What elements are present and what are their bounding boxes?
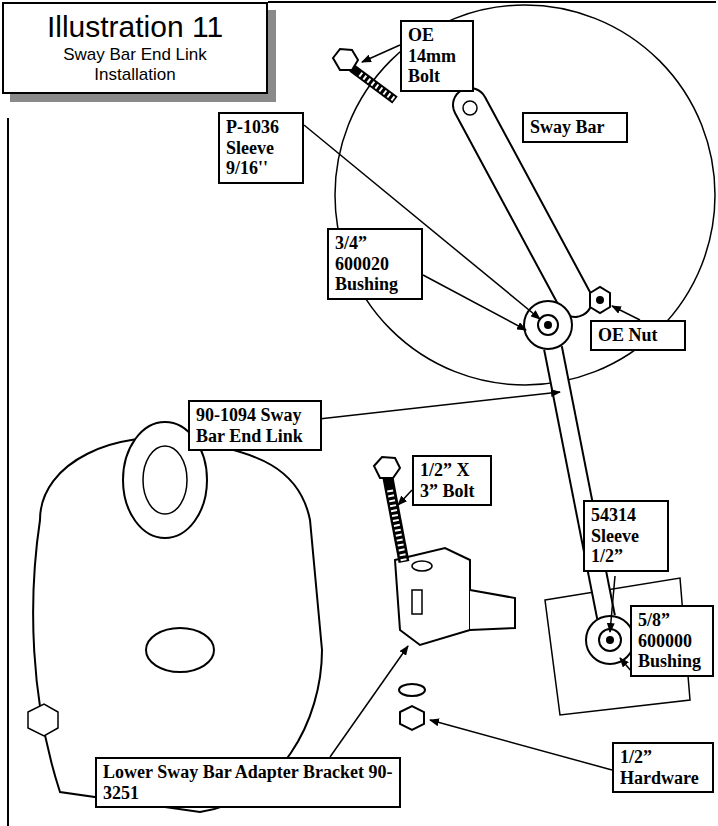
callout-box: Sway Bar: [522, 112, 628, 143]
callout-box: P-1036 Sleeve 9/16'': [218, 112, 304, 184]
callout-label: P-1036 Sleeve 9/16'': [226, 117, 296, 179]
lock-nut: [400, 706, 424, 730]
callout-box: OE 14mm Bolt: [400, 20, 474, 92]
leader-line: [304, 125, 540, 319]
end-link-rod: [553, 348, 606, 617]
callout-label: 5/8” 600000 Bushing: [638, 610, 706, 672]
callout-box: OE Nut: [590, 320, 686, 351]
callout-box: 54314 Sleeve 1/2”: [583, 500, 669, 572]
sway-bar-hole: [463, 101, 477, 115]
callout-label: Lower Sway Bar Adapter Bracket 90-3251: [103, 762, 393, 803]
leader-line: [612, 306, 640, 320]
leader-line: [423, 275, 526, 330]
bolt-shank: [352, 68, 395, 100]
upper-sleeve: [538, 315, 558, 335]
callout-label: 1/2” Hardware: [620, 747, 706, 788]
callout-label: OE 14mm Bolt: [408, 25, 466, 87]
oe-nut: [590, 287, 610, 313]
callout-box: 5/8” 600000 Bushing: [630, 605, 714, 677]
subtitle-text: Sway Bar End Link Installation: [50, 45, 220, 84]
callout-box: 1/2” X 3” Bolt: [412, 455, 492, 506]
steering-knuckle: [33, 438, 322, 812]
leader-line: [310, 392, 560, 420]
callout-box: Lower Sway Bar Adapter Bracket 90-3251: [95, 757, 401, 808]
knuckle-lower-boss: [146, 628, 214, 672]
knuckle-bore: [143, 446, 187, 514]
leader-line: [610, 576, 615, 632]
leader-line: [398, 490, 412, 505]
adapter-bracket: [395, 548, 470, 645]
detail-circle: [335, 5, 715, 385]
callout-box: 3/4” 600020 Bushing: [327, 228, 423, 300]
end-link-outline: [553, 348, 606, 617]
frame-line: [7, 118, 9, 826]
lower-sleeve-bore: [606, 636, 614, 644]
leader-line: [430, 720, 612, 770]
bolt-shank: [388, 478, 404, 562]
bracket-slot: [412, 590, 422, 614]
callout-box: 1/2” Hardware: [612, 742, 714, 793]
callout-box: 90-1094 Sway Bar End Link: [188, 400, 322, 451]
callout-label: 54314 Sleeve 1/2”: [591, 505, 661, 567]
knuckle-nut: [28, 704, 58, 736]
bracket-hole: [412, 561, 432, 571]
lower-bushing: [586, 616, 634, 664]
washer: [399, 684, 425, 696]
callout-label: Sway Bar: [530, 117, 620, 138]
callout-label: 1/2” X 3” Bolt: [420, 460, 484, 501]
bolt-thread: [360, 74, 395, 100]
oe-nut-bore: [596, 296, 604, 304]
leader-line: [330, 646, 408, 757]
upper-sleeve-bore: [544, 321, 552, 329]
callout-label: 3/4” 600020 Bushing: [335, 233, 415, 295]
title-text: Illustration 11: [10, 10, 260, 43]
lower-sleeve: [599, 629, 621, 651]
adapter-bracket-tab: [470, 590, 515, 630]
bolt-head: [374, 457, 400, 478]
callout-label: 90-1094 Sway Bar End Link: [196, 405, 314, 446]
upper-bushing: [524, 301, 572, 349]
title-box: Illustration 11Sway Bar End Link Install…: [2, 2, 268, 94]
frame-line: [268, 1, 716, 3]
callout-label: OE Nut: [598, 325, 678, 346]
leader-line: [362, 45, 400, 62]
leader-lines: [304, 45, 640, 770]
bolt-head: [333, 49, 358, 70]
